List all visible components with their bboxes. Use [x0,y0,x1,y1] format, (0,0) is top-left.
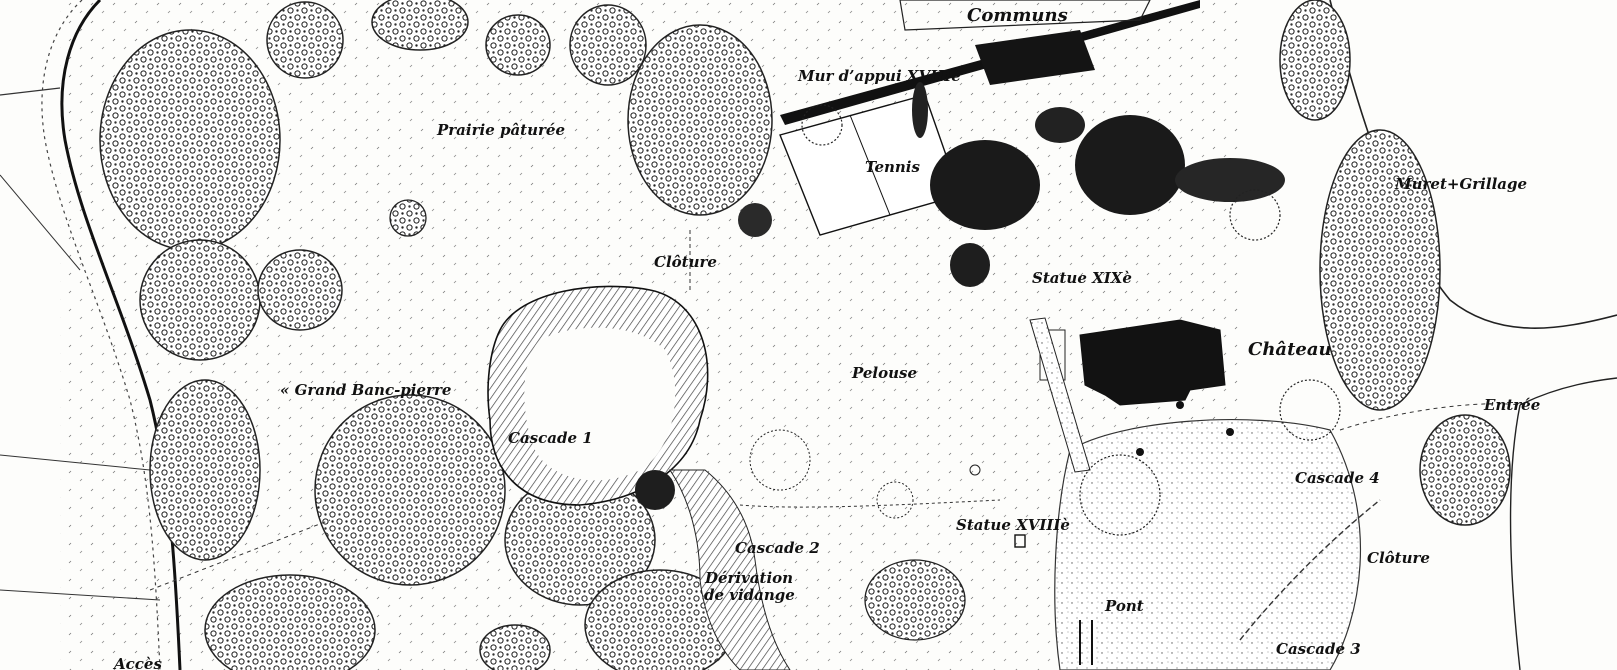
label-derivation-line2: de vidange [704,585,795,604]
label-prairie: Prairie pâturée [437,121,565,139]
label-muret-grillage: Muret+Grillage [1395,175,1528,193]
communs-buildings [780,0,1200,125]
stream [669,469,791,670]
label-pelouse: Pelouse [852,364,918,382]
label-mur-appui: Mur d’appui XVIIIè [798,67,961,85]
label-derivation-line1: Dérivation [704,569,794,587]
label-cascade-4: Cascade 4 [1295,469,1380,487]
label-cascade-1: Cascade 1 [508,429,593,447]
dark-shrubs [635,82,1285,510]
label-cascade-3: Cascade 3 [1276,640,1361,658]
allee-hedge [1029,317,1091,473]
label-entree: Entrée [1484,396,1541,414]
label-tennis: Tennis [865,158,920,176]
label-statue-xviii: Statue XVIIIè [956,516,1070,534]
label-cloture-top: Clôture [654,253,717,271]
label-chateau: Château [1248,339,1332,360]
label-statue-xix: Statue XIXè [1032,269,1132,287]
pond-inner [524,327,676,481]
label-pont: Pont [1105,597,1144,615]
chateau-grounds [1054,418,1361,670]
label-cloture-right: Clôture [1367,549,1430,567]
pont-bridge [1079,620,1093,665]
label-cascade-2: Cascade 2 [735,539,820,557]
isolated-trees [749,104,1341,548]
tree-masses [99,0,1511,670]
fences [149,230,1521,641]
label-communs: Communs [967,5,1068,26]
label-derivation: Dérivation de vidange [704,569,795,604]
label-grand-banc: « Grand Banc-pierre [280,381,452,399]
label-acces: Accès [114,655,162,670]
